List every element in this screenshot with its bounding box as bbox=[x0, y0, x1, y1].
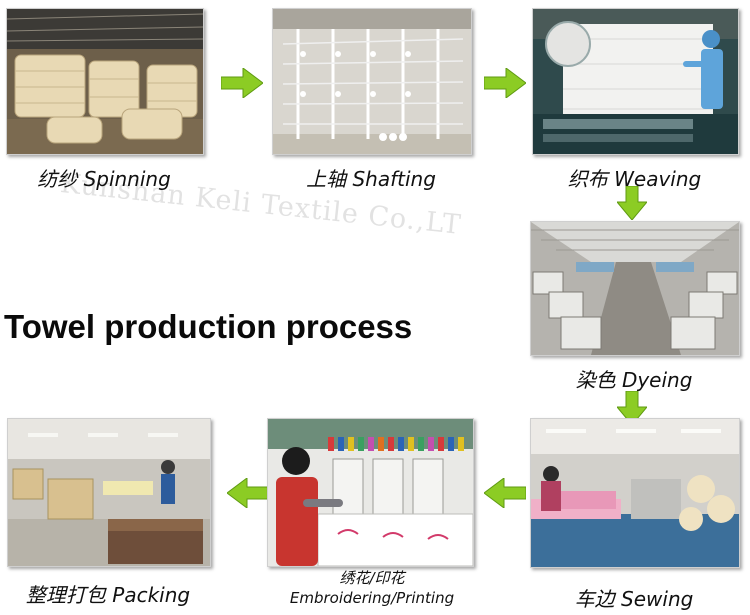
dyeing-photo bbox=[530, 221, 740, 356]
dyeing-label-zh: 染色 bbox=[575, 368, 616, 392]
sewing-caption: 车边 Sewing bbox=[530, 583, 738, 612]
sewing-label-en: Sewing bbox=[621, 587, 694, 611]
dyeing-label-en: Dyeing bbox=[621, 368, 693, 392]
spinning-caption: 纺纱 Spinning bbox=[6, 163, 202, 192]
packing-label-en: Packing bbox=[112, 583, 191, 607]
packing-label-zh: 整理打包 bbox=[25, 583, 106, 607]
shafting-label-en: Shafting bbox=[352, 167, 436, 191]
sewing-label-zh: 车边 bbox=[574, 587, 615, 611]
shafting-photo bbox=[272, 8, 472, 155]
spinning-photo bbox=[6, 8, 204, 155]
shafting-label-zh: 上轴 bbox=[306, 167, 347, 191]
embroidering-photo bbox=[267, 418, 474, 567]
page-title: Towel production process bbox=[4, 308, 413, 345]
green-arrow-icon bbox=[617, 186, 647, 220]
green-arrow-icon bbox=[227, 478, 269, 508]
green-arrow-icon bbox=[484, 478, 526, 508]
embroidering-label-en: Embroidering/Printing bbox=[289, 589, 455, 607]
packing-photo bbox=[7, 418, 211, 567]
dyeing-caption: 染色 Dyeing bbox=[530, 364, 738, 393]
packing-caption: 整理打包 Packing bbox=[7, 579, 209, 608]
weaving-photo bbox=[532, 8, 739, 155]
embroidering-caption: 绣花/印花 Embroidering/Printing bbox=[267, 568, 477, 608]
green-arrow-icon bbox=[484, 68, 526, 98]
green-arrow-icon bbox=[221, 68, 263, 98]
weaving-label-zh: 织布 bbox=[567, 167, 608, 191]
spinning-label-zh: 纺纱 bbox=[37, 167, 78, 191]
shafting-caption: 上轴 Shafting bbox=[272, 163, 470, 192]
green-arrow-icon bbox=[617, 391, 647, 425]
sewing-photo bbox=[530, 418, 740, 568]
embroidering-label-zh: 绣花/印花 bbox=[339, 569, 405, 587]
spinning-label-en: Spinning bbox=[83, 167, 171, 191]
